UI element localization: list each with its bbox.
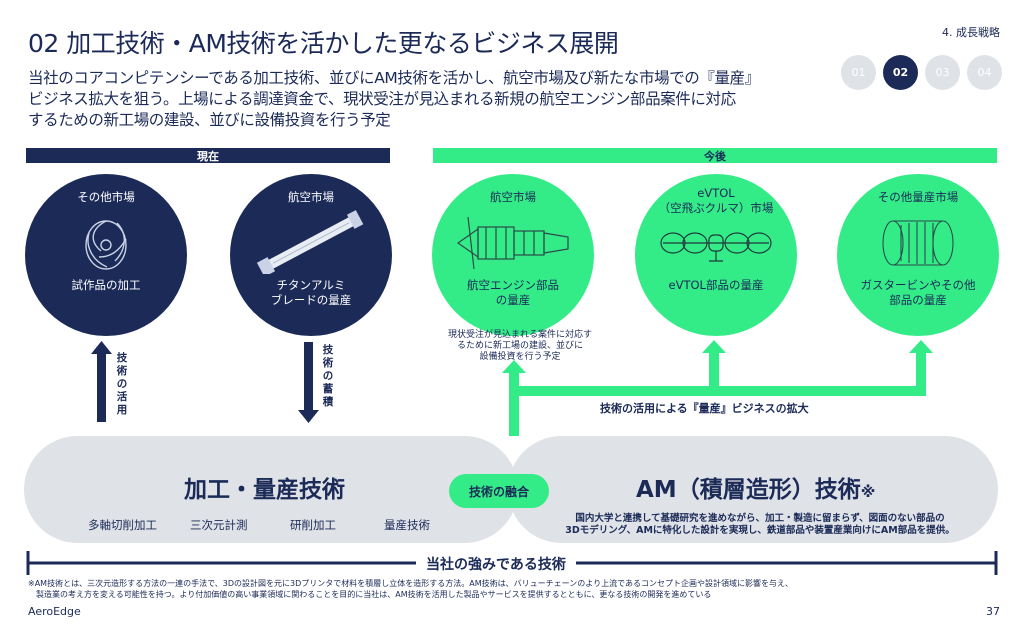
am-tech-title: AM（積層造形）技術※ <box>636 470 875 504</box>
gas-turbine-rotor-icon <box>882 220 954 266</box>
note-line-2: るために新工場の建設、並びに <box>456 341 583 351</box>
now-bar: 現在 <box>26 148 390 163</box>
circle-aviation-now: 航空市場 チタンアルミ ブレードの量産 <box>230 174 392 336</box>
title-line-1: eVTOL <box>697 186 735 200</box>
turbine-blade-icon <box>256 210 364 274</box>
circle-title: その他市場 <box>77 190 135 204</box>
circle-other-mass-production: その他量産市場 ガスタービンやその他 部品の量産 <box>837 174 999 336</box>
lead-line-1: 当社のコアコンピテンシーである加工技術、並びにAM技術を活かし、航空市場及び新た… <box>28 69 760 87</box>
pager-dot-02[interactable]: 02 <box>883 55 918 90</box>
tech-accumulate-label-chars: 技術の蓄積 <box>322 344 334 408</box>
page-title: 02 加工技術・AM技術を活かした更なるビジネス展開 <box>28 29 619 58</box>
circle-caption: ガスタービンやその他 部品の量産 <box>837 278 999 308</box>
note-line-3: 設備投資を行う予定 <box>479 352 561 362</box>
circle-caption: 航空エンジン部品 の量産 <box>432 278 594 308</box>
expansion-arrows <box>502 340 933 436</box>
caption-line-1: 航空エンジン部品 <box>467 278 559 292</box>
lead-line-2: ビジネス拡大を狙う。上場による調達資金で、現状受注が見込まれる新規の航空エンジン… <box>28 90 736 108</box>
circle-title: 航空市場 <box>490 190 536 204</box>
jet-engine-icon <box>456 216 569 270</box>
strength-label: 当社の強みである技術 <box>416 554 576 574</box>
caption-line-1: ガスタービンやその他 <box>860 278 976 292</box>
am-desc-line-1: 国内大学と連携して基礎研究を進めながら、加工・製造に留まらず、図面のない部品の <box>575 513 945 524</box>
pager-dot-03[interactable]: 03 <box>925 55 960 90</box>
caption-line-2: ブレードの量産 <box>270 293 352 307</box>
pager-dot-01[interactable]: 01 <box>841 55 876 90</box>
title-line-2: （空飛ぶクルマ）市場 <box>658 201 774 215</box>
am-desc-line-2: 3Dモデリング、AMに特化した設計を実現し、鉄道部品や装置産業向けにAM部品を提… <box>565 525 955 536</box>
expansion-label: 技術の活用による『量産』ビジネスの拡大 <box>600 402 809 415</box>
tech-accumulate-label-text: 技術の蓄積 <box>322 344 334 409</box>
circle-title: その他量産市場 <box>877 190 959 204</box>
footnote: ※AM技術とは、三次元造形する方法の一連の手法で、3Dの設計図を元に3Dプリンタ… <box>28 578 968 600</box>
am-tech-description: 国内大学と連携して基礎研究を進めながら、加工・製造に留まらず、図面のない部品の … <box>540 513 980 537</box>
lead-line-3: するための新工場の建設、並びに設備投資を行う予定 <box>28 111 391 129</box>
circle-aviation-future: 航空市場 航空エンジン部品 の量産 <box>432 174 594 336</box>
brand-name: AeroEdge <box>28 605 81 618</box>
caption-line-2: 部品の量産 <box>889 293 947 307</box>
caption-line-2: の量産 <box>495 293 531 307</box>
page-number: 37 <box>986 605 1000 618</box>
tech-use-label: 技術の活用 <box>116 352 128 417</box>
footnote-line-1: ※AM技術とは、三次元造形する方法の一連の手法で、3Dの設計図を元に3Dプリンタ… <box>28 579 793 588</box>
pager-dot-04[interactable]: 04 <box>967 55 1002 90</box>
evtol-drone-icon <box>660 232 772 262</box>
new-factory-note: 現状受注が見込まれる案件に対応す るために新工場の建設、並びに 設備投資を行う予… <box>420 330 620 363</box>
machining-tech-pill: 加工・量産技術 多軸切削加工 三次元計測 研削加工 量産技術 <box>24 436 518 543</box>
circle-caption: 試作品の加工 <box>71 278 141 292</box>
pill-item: 量産技術 <box>384 518 430 532</box>
circle-caption: チタンアルミ ブレードの量産 <box>230 278 392 308</box>
pill-item: 多軸切削加工 <box>88 518 157 532</box>
tech-use-label-text: 技術の活用 <box>116 352 128 417</box>
note-line-1: 現状受注が見込まれる案件に対応す <box>447 330 592 340</box>
tech-use-arrow <box>91 341 112 422</box>
tech-accumulate-arrow <box>298 342 319 423</box>
am-tech-title-text: AM（積層造形）技術 <box>636 477 861 503</box>
tech-accumulate-label: 技術の蓄積 <box>322 344 334 409</box>
caption-line-1: チタンアルミ <box>276 278 346 292</box>
pill-item: 三次元計測 <box>190 518 248 532</box>
circle-evtol: eVTOL （空飛ぶクルマ）市場 eVTOL部品の量産 <box>635 174 797 336</box>
footnote-mark: ※ <box>860 483 876 501</box>
section-pager: 01 02 03 04 <box>841 55 1002 90</box>
am-tech-pill: AM（積層造形）技術※ <box>508 436 998 543</box>
machining-tech-title: 加工・量産技術 <box>184 477 345 503</box>
section-tag: 4. 成長戦略 <box>942 26 1000 39</box>
circle-other-market: その他市場 試作品の加工 <box>25 174 187 336</box>
tech-use-label-chars: 技術の活用 <box>116 352 128 416</box>
circle-title: 航空市場 <box>288 190 334 204</box>
circle-caption: eVTOL部品の量産 <box>668 278 764 292</box>
footnote-line-2: 製造業の考え方を変える可能性を持つ。より付加価値の高い事業領域に関わることを目的… <box>28 590 712 599</box>
circle-title: eVTOL （空飛ぶクルマ）市場 <box>635 186 797 216</box>
impeller-icon <box>85 220 127 270</box>
tech-fusion-badge: 技術の融合 <box>449 474 549 508</box>
lead-text: 当社のコアコンピテンシーである加工技術、並びにAM技術を活かし、航空市場及び新た… <box>28 68 828 131</box>
future-bar: 今後 <box>433 148 997 163</box>
pill-item: 研削加工 <box>290 518 336 532</box>
